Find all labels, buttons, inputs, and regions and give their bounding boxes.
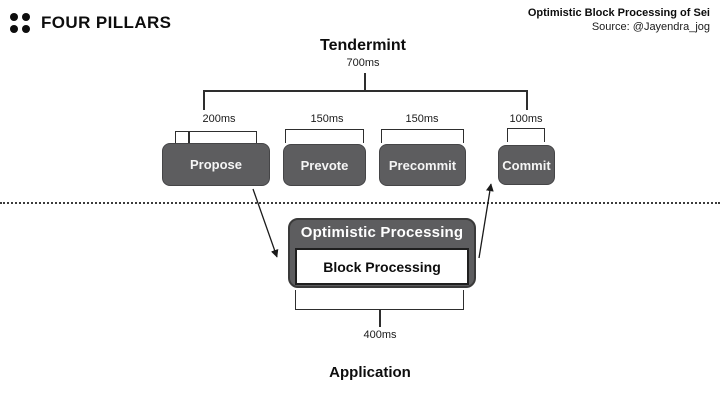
commit-time-bracket	[507, 128, 545, 142]
logo-dot	[22, 13, 30, 21]
optimistic-processing-title: Optimistic Processing	[300, 224, 464, 241]
propose-to-block-arrow	[252, 188, 279, 258]
logo-dot	[10, 13, 18, 21]
logo-dot	[10, 25, 18, 33]
precommit-time-bracket	[381, 129, 464, 143]
page-title: Optimistic Block Processing of Sei	[527, 7, 710, 19]
propose-time-label: 200ms	[179, 113, 259, 125]
propose-time-bracket	[175, 131, 257, 144]
precommit-time-label: 150ms	[382, 113, 462, 125]
block-time-bracket	[295, 290, 464, 310]
optimistic-processing-box: Optimistic Processing Block Processing	[288, 218, 476, 288]
commit-time-label: 100ms	[486, 113, 566, 125]
propose-box: Propose	[162, 143, 270, 186]
block-to-commit-arrow	[478, 183, 494, 259]
prevote-time-bracket	[285, 129, 364, 143]
layer-divider-dotted-line	[0, 202, 720, 204]
total-time-bracket	[203, 90, 528, 110]
logo-dot	[22, 25, 30, 33]
prevote-time-label: 150ms	[287, 113, 367, 125]
source-attribution: Source: @Jayendra_jog	[591, 21, 710, 33]
prevote-box: Prevote	[283, 144, 366, 186]
total-time-label: 700ms	[346, 57, 380, 69]
total-time-connector-line	[364, 73, 366, 91]
commit-box: Commit	[498, 145, 555, 185]
logo-text: FOUR PILLARS	[41, 13, 172, 32]
propose-bracket-connector-line	[188, 131, 190, 144]
block-time-connector-line	[379, 310, 381, 327]
four-pillars-logo-icon	[10, 12, 32, 34]
block-processing-box: Block Processing	[295, 248, 469, 285]
block-time-label: 400ms	[363, 329, 397, 341]
application-title: Application	[329, 364, 411, 381]
precommit-box: Precommit	[379, 144, 466, 186]
tendermint-title: Tendermint	[320, 37, 406, 54]
